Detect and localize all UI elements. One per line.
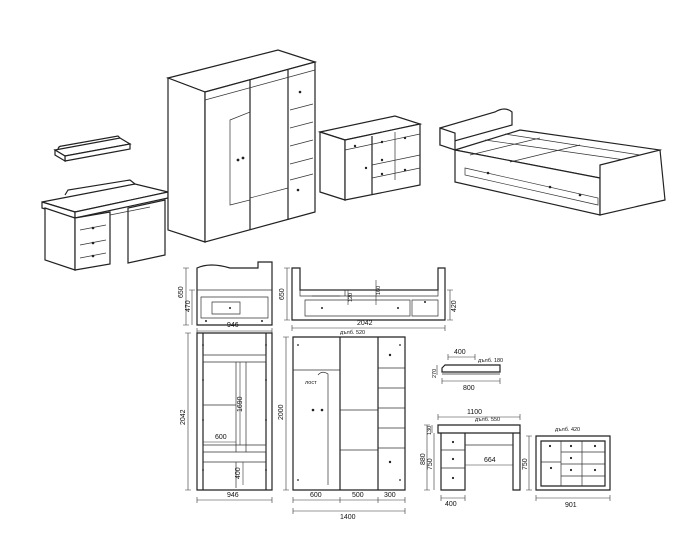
dim-wardrobe-depth: дълб. 520 bbox=[340, 330, 365, 336]
dim-shelf-depth: дълб. 180 bbox=[478, 358, 503, 364]
dim-desk-ped-width: 400 bbox=[445, 501, 457, 508]
wall-shelf-3d bbox=[53, 135, 132, 163]
dim-desk-depth: дълб. 550 bbox=[475, 417, 500, 423]
dim-desk-top-width: 1100 bbox=[467, 409, 482, 416]
dim-bed-side-b: 160 bbox=[376, 286, 382, 295]
dim-wardrobe-height: 2000 bbox=[278, 404, 285, 420]
dim-bed-front-height: 650 bbox=[178, 286, 185, 298]
dim-loft-inner-width: 600 bbox=[215, 434, 227, 441]
bed-3d bbox=[439, 108, 666, 216]
desk-3d bbox=[41, 179, 169, 271]
dim-shelf-top-width: 400 bbox=[454, 349, 466, 356]
dim-desk-height: 880 bbox=[420, 453, 427, 465]
dim-wardrobe-w1: 600 bbox=[310, 492, 322, 499]
dim-bed-side-height: 650 bbox=[279, 288, 286, 300]
bed-front-elevation: 650 470 946 bbox=[178, 261, 273, 334]
dim-loft-width: 946 bbox=[227, 492, 239, 499]
dim-bed-front-inner: 470 bbox=[185, 300, 192, 312]
dim-loft-lower: 400 bbox=[235, 467, 242, 479]
dim-desk-top-height: 130 bbox=[427, 426, 433, 435]
loft-bed-front-elevation: 2042 600 1690 400 946 bbox=[180, 332, 273, 503]
dim-shelf-height: 270 bbox=[432, 369, 438, 378]
dim-shelf-width: 800 bbox=[463, 385, 475, 392]
dim-wardrobe-w2: 500 bbox=[352, 492, 364, 499]
dresser-3d bbox=[317, 115, 423, 201]
dim-loft-height: 2042 bbox=[180, 409, 187, 425]
wardrobe-front-elevation: лост дълб. 520 2000 600 500 300 1400 bbox=[278, 330, 406, 521]
dim-wardrobe-w3: 300 bbox=[384, 492, 396, 499]
dim-dresser-height: 750 bbox=[522, 458, 529, 470]
dim-dresser-depth: дълб. 420 bbox=[555, 427, 580, 433]
dim-wardrobe-total-width: 1400 bbox=[340, 514, 356, 521]
dresser-front-elevation: дълб. 420 750 901 bbox=[522, 427, 611, 509]
dim-dresser-width: 901 bbox=[565, 502, 577, 509]
shelf-elevation: 400 дълб. 180 270 800 bbox=[432, 349, 503, 392]
bed-side-elevation: 650 420 120 160 2042 bbox=[279, 267, 458, 331]
dim-bed-side-a: 120 bbox=[348, 293, 354, 302]
dim-bed-side-length: 2042 bbox=[357, 320, 373, 327]
dim-desk-inner-height: 750 bbox=[427, 458, 434, 470]
wardrobe-3d bbox=[166, 49, 318, 243]
dim-desk-inner-width: 664 bbox=[484, 457, 496, 464]
dim-bed-front-width: 946 bbox=[227, 322, 239, 329]
dim-loft-inner-height: 1690 bbox=[237, 396, 244, 412]
dim-bed-side-right: 420 bbox=[451, 300, 458, 312]
desk-front-elevation: дълб. 550 1100 130 880 750 664 400 bbox=[420, 409, 521, 508]
wardrobe-rod-label: лост bbox=[305, 380, 317, 386]
